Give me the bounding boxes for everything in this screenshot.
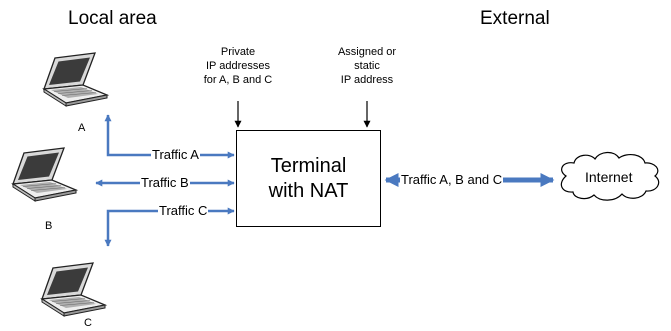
laptop-icon — [43, 52, 108, 107]
note-line: Private — [220, 46, 256, 58]
private-ip-note: Private IP addresses for A, B and C — [183, 45, 293, 87]
traffic-c-label: Traffic C — [158, 203, 209, 218]
laptop-label-a: A — [78, 122, 86, 134]
note-line: static — [354, 60, 380, 72]
heading-local-area: Local area — [68, 8, 157, 29]
traffic-b-label: Traffic B — [140, 175, 190, 190]
laptop-label-c: C — [84, 317, 92, 329]
terminal-label-line1: Terminal — [270, 154, 347, 177]
note-line: IP address — [340, 74, 394, 86]
terminal-label-line2: with NAT — [268, 179, 349, 202]
laptop-label-b: B — [45, 220, 53, 232]
heading-external: External — [480, 8, 550, 29]
laptop-icon — [12, 147, 77, 202]
cloud-icon — [560, 151, 660, 201]
assigned-ip-note: Assigned or static IP address — [317, 45, 417, 87]
note-line: for A, B and C — [203, 74, 273, 86]
laptop-icon — [41, 262, 106, 317]
internet-label: Internet — [585, 169, 633, 185]
note-line: IP addresses — [205, 60, 270, 72]
traffic-abc-label: Traffic A, B and C — [400, 172, 504, 187]
terminal-with-nat-box: Terminal with NAT — [236, 130, 381, 227]
traffic-a-label: Traffic A — [151, 147, 200, 162]
note-line: Assigned or — [337, 46, 397, 58]
